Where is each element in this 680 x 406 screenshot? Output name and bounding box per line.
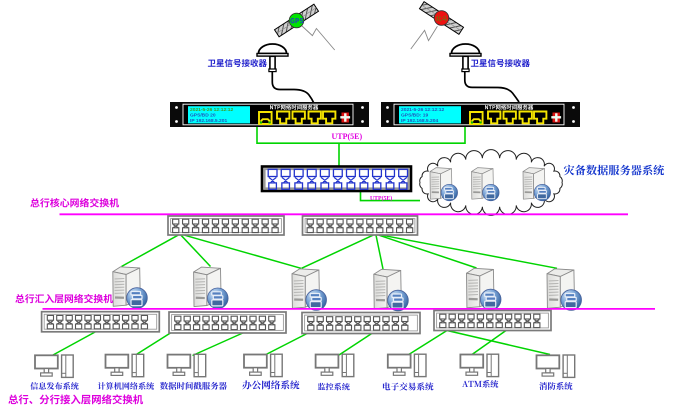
svg-text:GPS/BD 20: GPS/BD 20 (190, 112, 216, 118)
svg-text:GPS/BD: 19: GPS/BD: 19 (401, 112, 428, 118)
svg-text:2021-5-26 12:12:12: 2021-5-26 12:12:12 (190, 107, 234, 113)
svg-text:UTP(5E): UTP(5E) (332, 132, 363, 141)
svg-text:IP 192.168.5.201: IP 192.168.5.201 (190, 118, 227, 124)
svg-text:IP 192.168.5.204: IP 192.168.5.204 (401, 118, 438, 124)
svg-text:2021-5-26 12:12:12: 2021-5-26 12:12:12 (401, 107, 445, 113)
svg-text:UTP(5E): UTP(5E) (370, 195, 392, 202)
